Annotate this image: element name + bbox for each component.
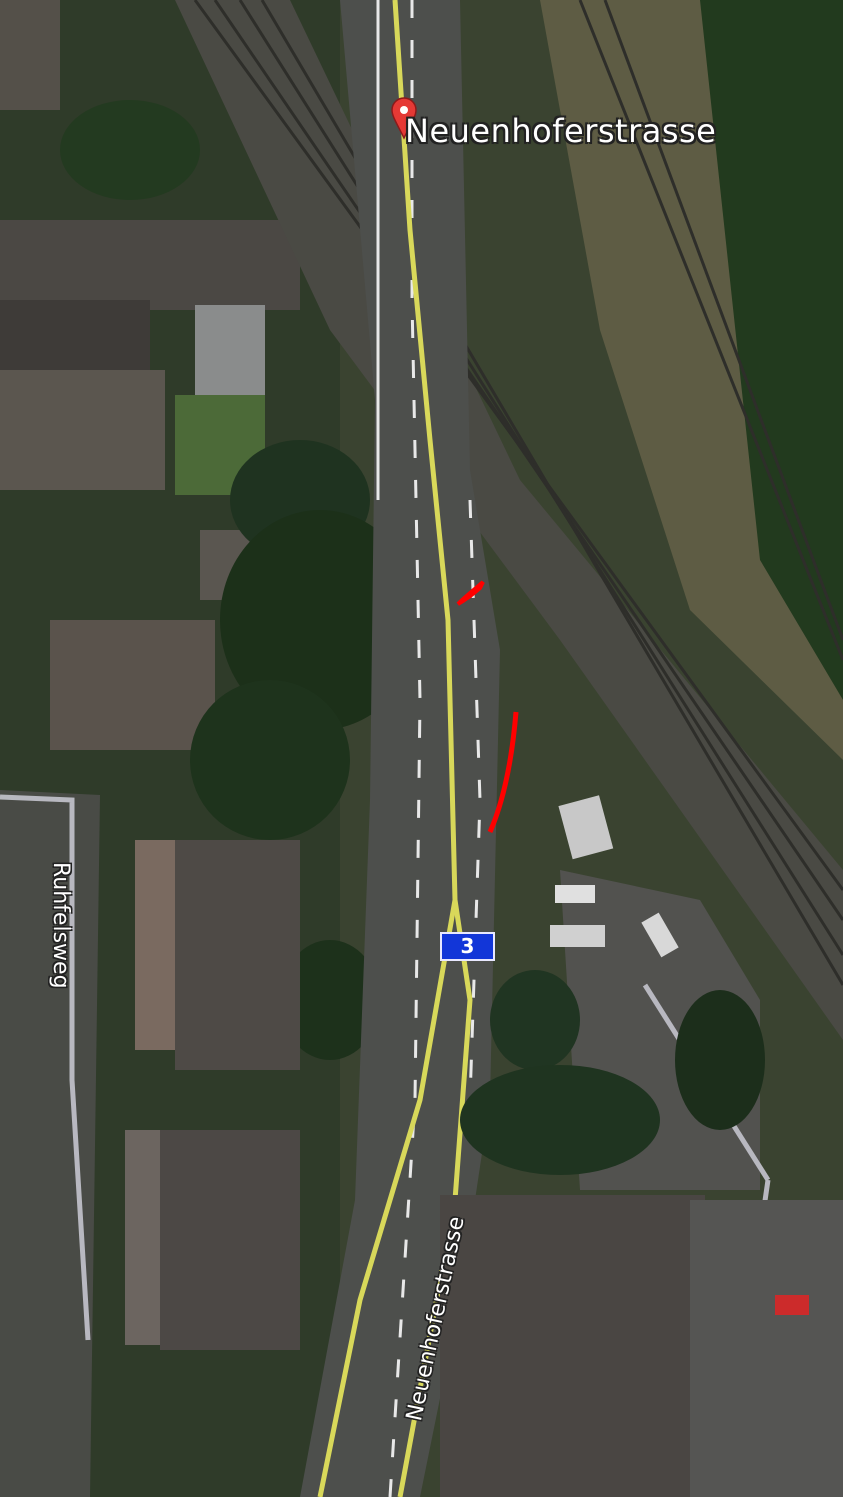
tree (60, 100, 200, 200)
parking-spaces (690, 1200, 843, 1497)
building (0, 370, 165, 490)
row-houses (135, 840, 180, 1050)
tree (490, 970, 580, 1070)
vehicle (550, 925, 605, 947)
building (0, 220, 300, 310)
tree (280, 940, 380, 1060)
tree (460, 1065, 660, 1175)
pin-label[interactable]: Neuenhoferstrasse (405, 112, 717, 150)
route-shield: 3 (440, 932, 495, 961)
red-annotation (487, 711, 519, 834)
railway (175, 0, 843, 1040)
street-label-ruhfelsweg: Ruhfelsweg (48, 862, 73, 989)
building (0, 0, 60, 110)
tree (220, 510, 420, 730)
ruhfelsweg-highlight (0, 794, 91, 1341)
ruhfelsweg-road (0, 790, 100, 1497)
route-highlight (317, 0, 458, 1497)
building (50, 620, 215, 750)
tree (675, 990, 765, 1130)
vehicle (555, 885, 595, 903)
building (0, 300, 150, 370)
vehicle (641, 912, 679, 958)
embankment (540, 0, 843, 760)
lane-markings (388, 0, 482, 1497)
red-annotation (456, 580, 485, 606)
tree (190, 680, 350, 840)
map-pin-icon[interactable] (391, 97, 417, 140)
building (175, 840, 300, 1070)
vehicle (558, 795, 614, 860)
vehicle (775, 1295, 809, 1315)
large-building (440, 1195, 705, 1497)
neuenhoferstrasse-road (300, 0, 500, 1497)
building (195, 305, 265, 395)
building (160, 1130, 300, 1350)
